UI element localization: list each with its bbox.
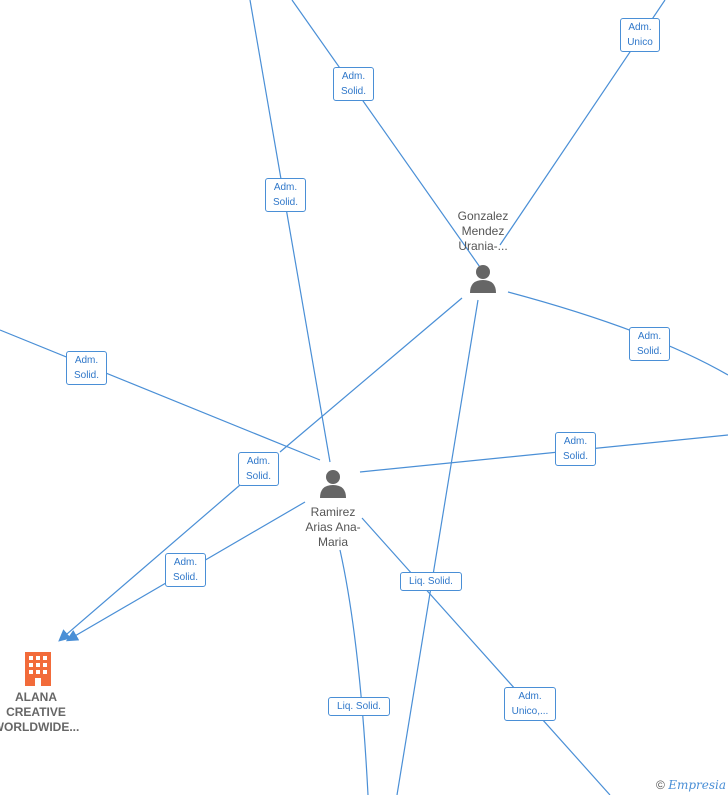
person-icon: [320, 470, 346, 498]
edge-label: Liq. Solid.: [328, 697, 390, 716]
edge-line: [0, 329, 321, 461]
edge-line: [359, 434, 728, 473]
footer-watermark: © Empresia: [656, 778, 726, 792]
edge-line: [361, 517, 611, 795]
person-name: Gonzalez Mendez Urania-...: [457, 209, 509, 253]
person-name: Ramirez Arias Ana- Maria: [305, 505, 361, 549]
edge-line: [249, 0, 331, 463]
edge-line: [291, 0, 483, 271]
edge-label: Adm. Solid.: [555, 432, 596, 466]
edge-label: Adm. Solid.: [333, 67, 374, 101]
edge-label: Adm. Solid.: [265, 178, 306, 212]
edge-label: Liq. Solid.: [400, 572, 462, 591]
edge-label: Adm. Solid.: [238, 452, 279, 486]
edge-line: [507, 291, 728, 376]
person-node-gonzalez[interactable]: Gonzalez Mendez Urania-...: [438, 209, 528, 293]
copyright-symbol: ©: [656, 778, 665, 792]
company-icon[interactable]: [23, 652, 53, 686]
brand-logo: Empresia: [668, 778, 726, 792]
edge-label: Adm. Solid.: [66, 351, 107, 385]
edge-line: [58, 484, 241, 642]
edge-line: [279, 297, 463, 453]
edge-label: Adm. Solid.: [629, 327, 670, 361]
edge-line: [339, 549, 369, 795]
company-name[interactable]: ALANA CREATIVE WORLDWIDE...: [0, 690, 80, 734]
person-node-ramirez[interactable]: Ramirez Arias Ana- Maria: [288, 468, 378, 550]
edge-line: [396, 299, 479, 795]
edge-label: Adm. Unico: [620, 18, 660, 52]
person-icon: [470, 265, 496, 293]
edge-label: Adm. Solid.: [165, 553, 206, 587]
edge-label: Adm. Unico,...: [504, 687, 556, 721]
